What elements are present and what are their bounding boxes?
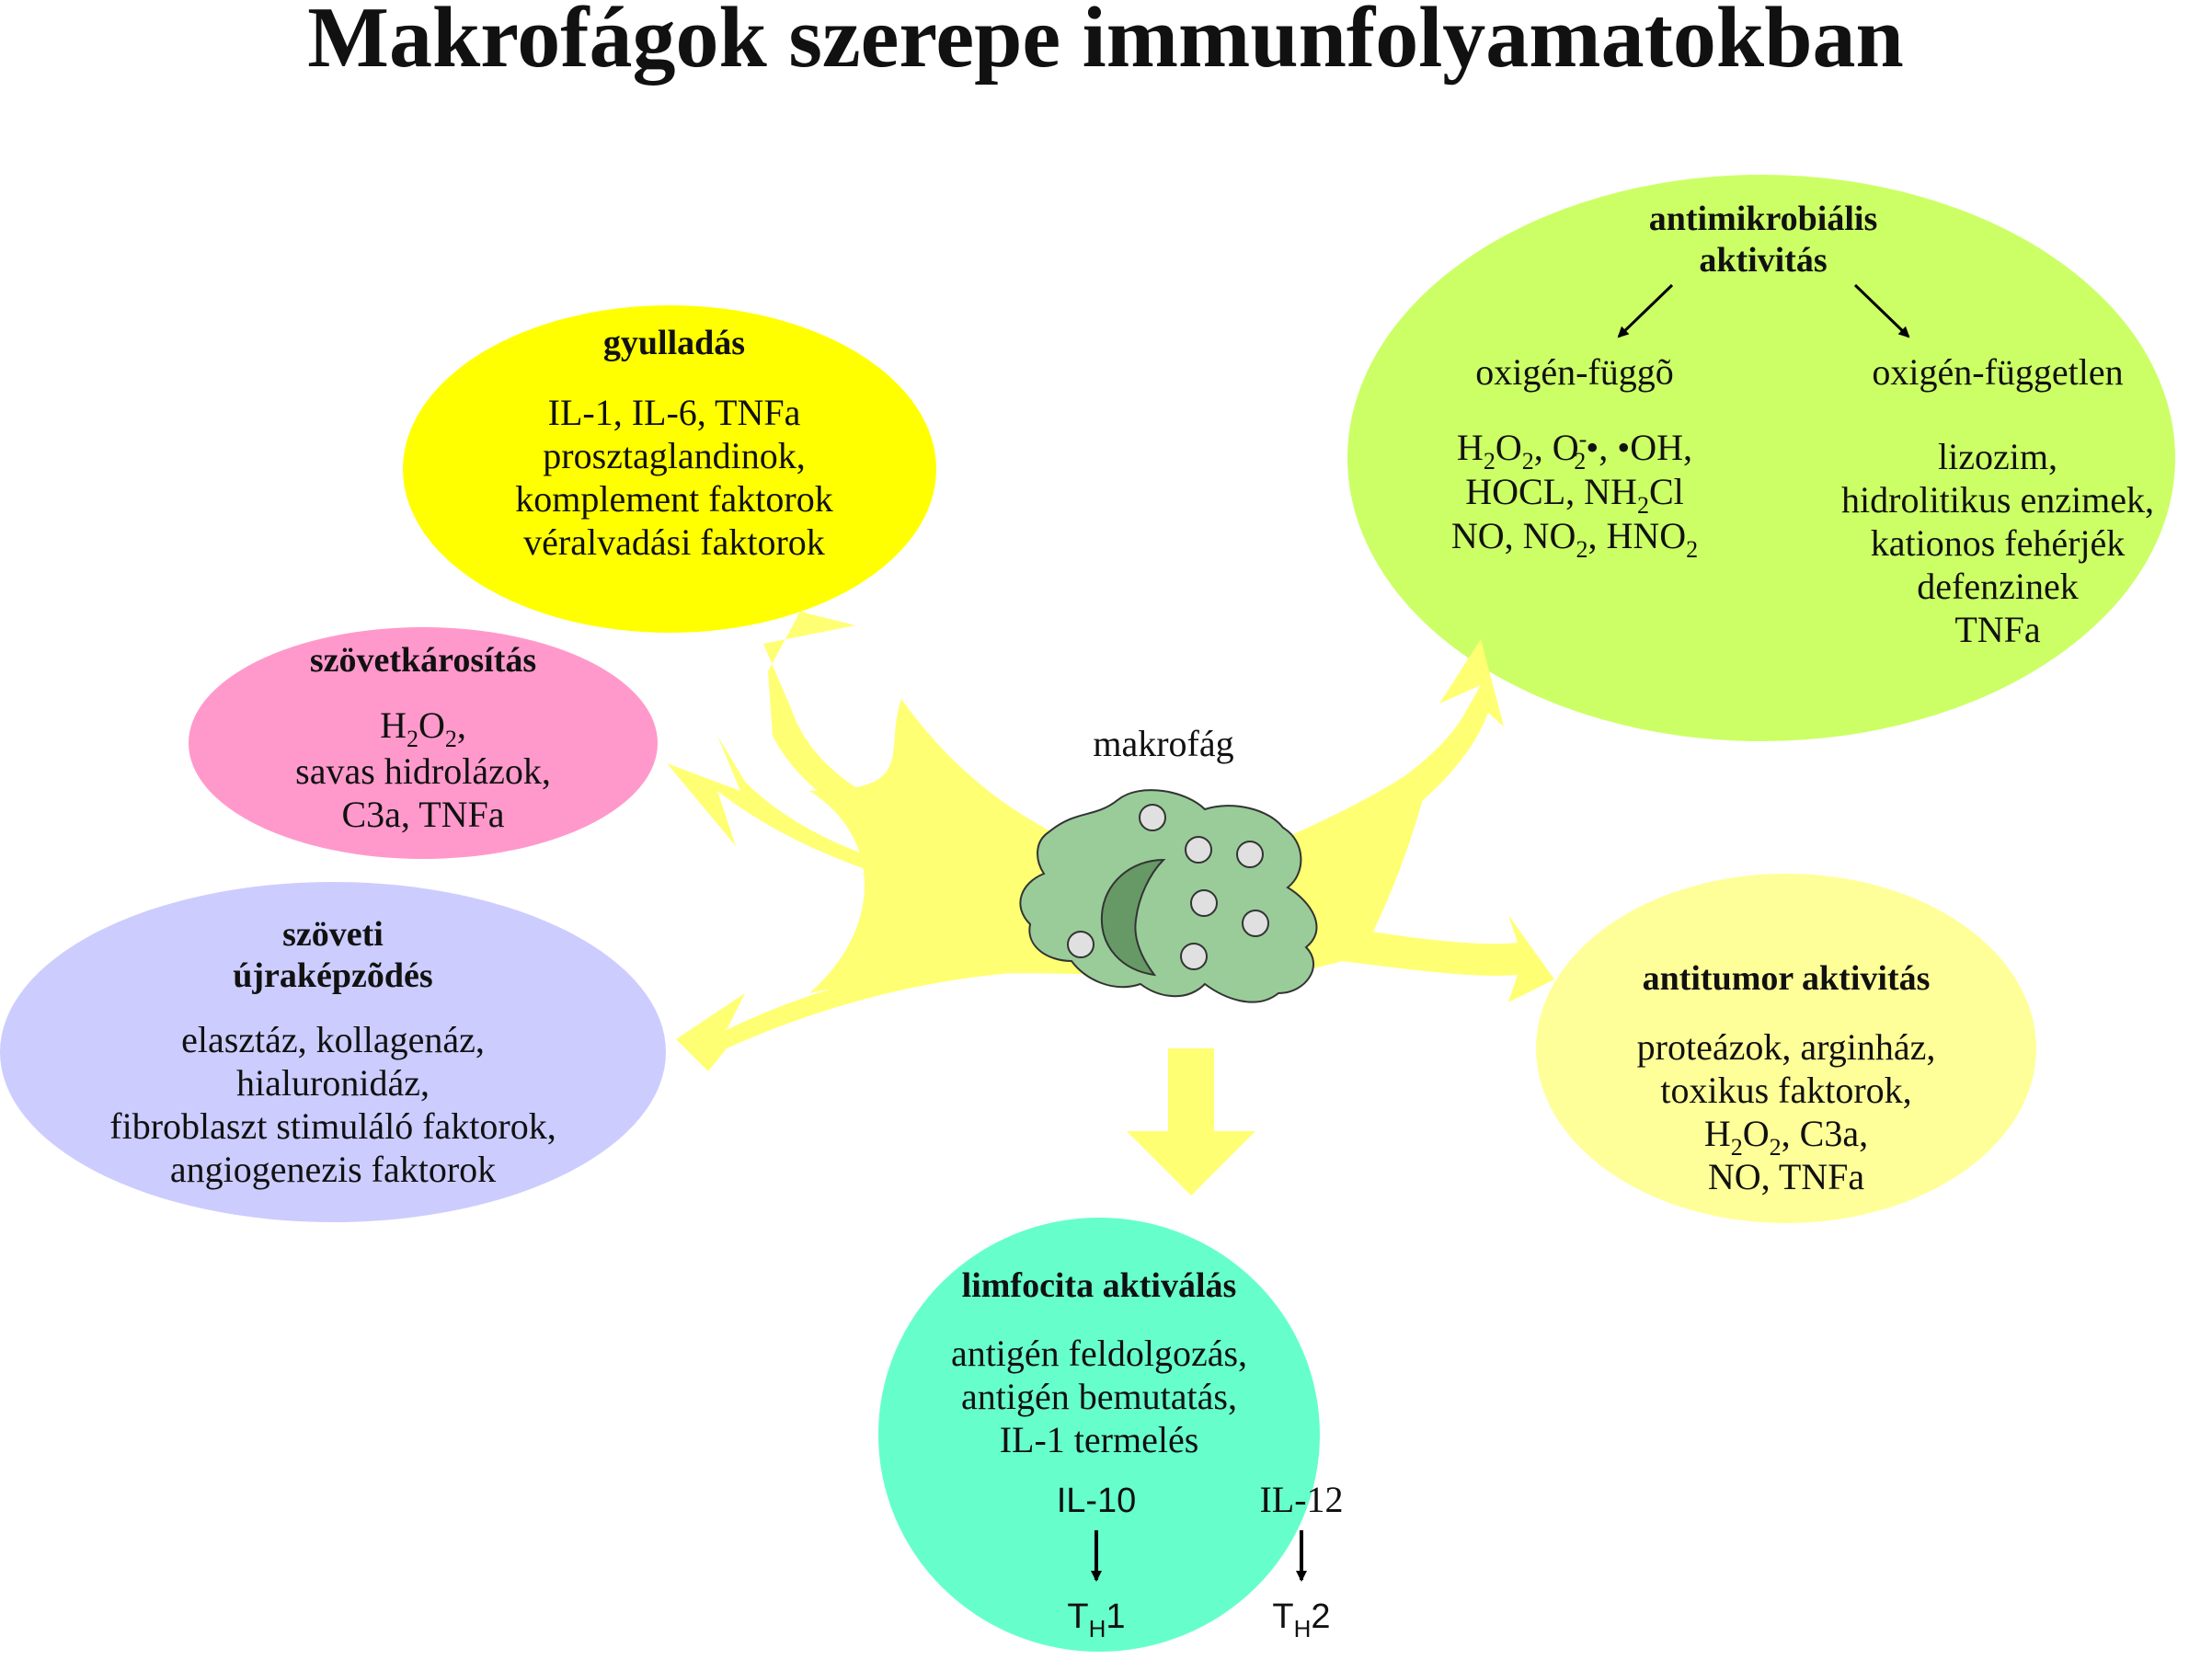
vesicle-4 xyxy=(1190,889,1218,917)
arrow-to-limfocita xyxy=(1127,1048,1255,1196)
diagram-title: Makrofágok szerepe immunfolyamatokban xyxy=(307,0,1904,86)
arrow-to-szoveti xyxy=(676,947,1058,1071)
antitumor-heading: antitumor aktivitás xyxy=(1643,959,1931,998)
arrow-oxygen-independent xyxy=(1853,283,1910,338)
gyulladas-line-3: komplement faktorok xyxy=(515,478,832,520)
gyulladas-line-2: prosztaglandinok, xyxy=(543,435,806,476)
makrofag-label: makrofág xyxy=(1093,723,1233,764)
limfocita-line-3: IL-1 termelés xyxy=(1000,1419,1199,1460)
gyulladas-line-1: IL-1, IL-6, TNFa xyxy=(548,392,801,433)
limfocita-ellipse xyxy=(878,1218,1320,1652)
oxygen-dependent-line-3: NO, NO2, HNO2 xyxy=(1451,515,1698,563)
szoveti-line-2: hialuronidáz, xyxy=(236,1062,430,1104)
szoveti-line-4: angiogenezis faktorok xyxy=(170,1149,496,1190)
gyulladas-text: gyulladás IL-1, IL-6, TNFa prosztaglandi… xyxy=(515,324,832,563)
szovetkarositas-line-2: savas hidrolázok, xyxy=(295,750,551,792)
antitumor-line-2: toxikus faktorok, xyxy=(1660,1070,1911,1111)
antitumor-line-1: proteázok, arginház, xyxy=(1637,1026,1936,1068)
th2-label: TH2 xyxy=(1272,1597,1330,1642)
antitumor-line-4: NO, TNFa xyxy=(1708,1156,1865,1197)
szoveti-heading-1: szöveti xyxy=(282,915,384,954)
oxygen-independent-line-3: kationos fehérjék xyxy=(1871,522,2126,564)
szoveti-line-3: fibroblaszt stimuláló faktorok, xyxy=(109,1105,556,1147)
gyulladas-ellipse xyxy=(403,305,936,633)
arrow-oxygen-dependent xyxy=(1617,283,1674,338)
limfocita-heading: limfocita aktiválás xyxy=(962,1266,1237,1305)
oxygen-dependent-label: oxigén-függõ xyxy=(1475,351,1674,393)
vesicle-1 xyxy=(1139,804,1166,831)
szoveti-ujrakepzodes-ellipse xyxy=(0,882,666,1222)
limfocita-line-2: antigén bemutatás, xyxy=(961,1376,1237,1417)
vesicle-6 xyxy=(1067,931,1095,958)
szovetkarositas-line-3: C3a, TNFa xyxy=(341,794,504,835)
macrophage-cell xyxy=(1019,789,1318,1003)
oxygen-dependent-line-2: HOCL, NH2Cl xyxy=(1465,471,1683,519)
vesicle-5 xyxy=(1242,910,1269,937)
antimikrobialis-heading-2: aktivitás xyxy=(1699,241,1827,280)
szoveti-heading-2: újraképzõdés xyxy=(233,956,432,995)
vesicle-2 xyxy=(1185,836,1212,864)
oxygen-independent-line-2: hidrolitikus enzimek, xyxy=(1841,479,2154,521)
szoveti-line-1: elasztáz, kollagenáz, xyxy=(181,1019,485,1060)
il10-label: IL-10 xyxy=(1057,1482,1137,1520)
antitumor-line-3: H2O2, C3a, xyxy=(1704,1113,1868,1161)
vesicle-7 xyxy=(1180,943,1208,970)
szovetkarositas-heading: szövetkárosítás xyxy=(310,641,536,680)
limfocita-text: limfocita aktiválás antigén feldolgozás,… xyxy=(951,1266,1344,1642)
gyulladas-line-4: véralvadási faktorok xyxy=(523,521,825,563)
arrow-to-antimikrobialis xyxy=(1288,639,1504,874)
szovetkarositas-text: szövetkárosítás H2O2, savas hidrolázok, … xyxy=(295,641,551,835)
oxygen-independent-line-5: TNFa xyxy=(1954,609,2041,650)
th1-label: TH1 xyxy=(1067,1597,1125,1642)
antimikrobialis-text: antimikrobiális aktivitás oxigén-függõ o… xyxy=(1451,200,2154,650)
szoveti-ujrakepzodes-text: szöveti újraképzõdés elasztáz, kollagená… xyxy=(109,915,556,1190)
vesicle-3 xyxy=(1236,841,1264,868)
oxygen-independent-label: oxigén-független xyxy=(1872,351,2123,393)
oxygen-independent-line-1: lizozim, xyxy=(1938,436,2057,477)
antimikrobialis-heading-1: antimikrobiális xyxy=(1649,200,1877,238)
antimikrobialis-ellipse xyxy=(1347,175,2175,741)
limfocita-line-1: antigén feldolgozás, xyxy=(951,1333,1247,1374)
oxygen-dependent-line-1: H2O2, O-2•, •OH, xyxy=(1457,426,1692,475)
gyulladas-heading: gyulladás xyxy=(603,324,745,362)
il12-label: IL-12 xyxy=(1259,1479,1343,1520)
szovetkarositas-h2o2: H2O2, xyxy=(380,704,466,752)
macrophage-nucleus xyxy=(1100,858,1166,977)
antitumor-ellipse xyxy=(1536,874,2036,1223)
oxygen-independent-line-4: defenzinek xyxy=(1917,566,2078,607)
szovetkarositas-ellipse xyxy=(189,627,658,859)
antitumor-text: antitumor aktivitás proteázok, arginház,… xyxy=(1637,959,1936,1197)
